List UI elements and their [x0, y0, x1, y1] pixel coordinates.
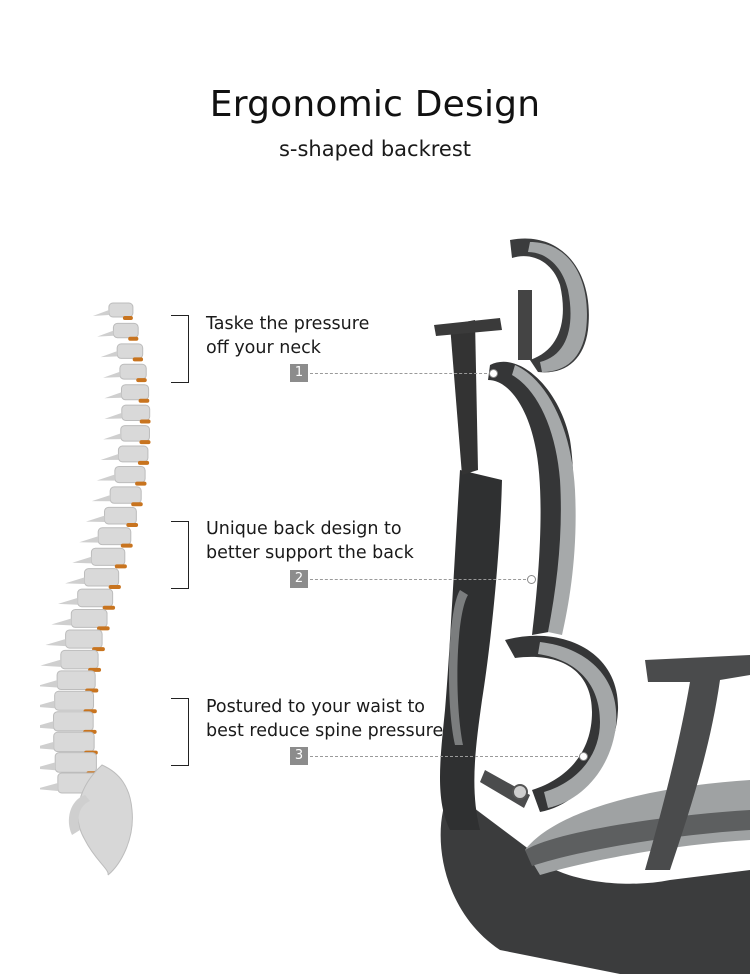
- vertebra-process: [40, 659, 61, 667]
- page-title: Ergonomic Design: [209, 84, 541, 125]
- spinal-disc: [132, 357, 144, 362]
- callout-2-leader-line: [310, 579, 526, 580]
- vertebra-process: [104, 392, 122, 399]
- vertebra-process: [40, 762, 56, 771]
- vertebra-process: [40, 741, 54, 750]
- callout-3-bracket: [171, 698, 189, 766]
- vertebra-process: [40, 783, 58, 791]
- spinal-disc: [108, 585, 121, 590]
- vertebra: [56, 670, 96, 691]
- spine-illustration: [40, 302, 151, 876]
- page-subtitle: s-shaped backrest: [278, 137, 472, 161]
- spinal-disc: [102, 605, 116, 610]
- vertebra: [53, 731, 95, 753]
- callout-3-number-badge: 3: [290, 747, 308, 765]
- vertebra-process: [96, 474, 115, 481]
- callout-1-line1: Taske the pressure: [206, 314, 370, 334]
- vertebra-process: [51, 618, 72, 626]
- chair-illustration: [434, 238, 750, 974]
- vertebra-process: [91, 495, 111, 502]
- vertebra: [120, 384, 150, 401]
- callout-2-number-badge: 2: [290, 570, 308, 588]
- spinal-disc: [131, 502, 143, 507]
- vertebra: [53, 711, 94, 732]
- callout-2-line2: better support the back: [206, 543, 414, 563]
- vertebra: [117, 445, 149, 463]
- spinal-disc: [137, 460, 150, 465]
- spinal-disc: [136, 378, 147, 383]
- callout-3-line2: best reduce spine pressure: [206, 721, 444, 741]
- callout-2-bracket: [171, 521, 189, 589]
- vertebra: [104, 506, 137, 525]
- vertebra-process: [103, 433, 121, 440]
- vertebra-process: [79, 536, 99, 543]
- callout-1-leader-line: [310, 373, 492, 374]
- spinal-disc: [135, 481, 147, 486]
- vertebra: [54, 690, 95, 711]
- callout-1-line2: off your neck: [206, 338, 321, 358]
- callout-2-text: Unique back design to better support the…: [206, 517, 414, 565]
- callout-1-text: Taske the pressure off your neck: [206, 312, 369, 360]
- vertebra-process: [45, 639, 66, 647]
- spinal-disc: [126, 522, 139, 527]
- vertebra: [60, 649, 99, 670]
- callout-1-point-marker: [489, 369, 498, 378]
- vertebra: [109, 486, 142, 504]
- vertebra: [114, 465, 146, 484]
- vertebra: [116, 343, 144, 359]
- vertebra: [119, 363, 147, 380]
- vertebra: [97, 527, 132, 546]
- callout-2-point-marker: [527, 575, 536, 584]
- vertebra-process: [40, 680, 58, 688]
- callout-3-text: Postured to your waist to best reduce sp…: [206, 695, 443, 743]
- callout-1-bracket: [171, 315, 189, 383]
- vertebra-process: [65, 577, 85, 585]
- vertebra: [90, 547, 126, 566]
- callout-1-number-badge: 1: [290, 364, 308, 382]
- vertebra-process: [97, 330, 114, 337]
- spinal-disc: [128, 336, 139, 341]
- spinal-disc: [122, 316, 133, 320]
- vertebra-process: [103, 371, 120, 378]
- vertebra: [77, 588, 114, 608]
- vertebra-process: [72, 556, 92, 564]
- spinal-disc: [138, 398, 150, 403]
- vertebra: [83, 568, 120, 587]
- vertebra: [70, 609, 108, 628]
- vertebra: [121, 404, 151, 421]
- vertebra: [54, 752, 97, 773]
- vertebra: [120, 425, 150, 442]
- spinal-disc: [139, 440, 151, 445]
- callout-3-leader-line: [310, 756, 578, 757]
- callout-3-line1: Postured to your waist to: [206, 697, 426, 717]
- vertebra-process: [85, 515, 105, 522]
- vertebra-process: [92, 310, 109, 316]
- spinal-disc: [139, 419, 151, 424]
- vertebra-process: [100, 453, 119, 460]
- vertebra-process: [100, 351, 118, 358]
- vertebra-process: [58, 597, 78, 605]
- vertebra: [112, 322, 139, 339]
- spinal-disc: [120, 543, 133, 548]
- spinal-disc: [97, 626, 110, 631]
- vertebra-process: [40, 721, 54, 729]
- callout-3-point-marker: [579, 752, 588, 761]
- callout-2-line1: Unique back design to: [206, 519, 402, 539]
- spinal-disc: [114, 564, 127, 569]
- vertebra-process: [104, 412, 122, 419]
- vertebra: [108, 302, 134, 318]
- vertebra-process: [40, 700, 55, 709]
- vertebra: [65, 629, 103, 649]
